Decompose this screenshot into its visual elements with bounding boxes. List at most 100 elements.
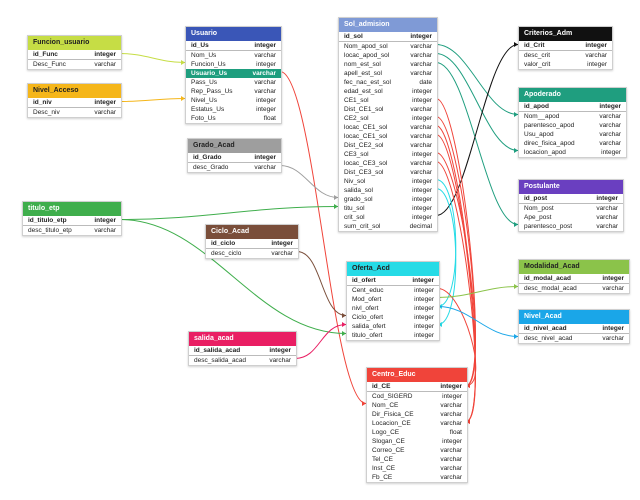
table-title[interactable]: Apoderado — [519, 88, 626, 102]
table-title[interactable]: Funcion_usuario — [28, 36, 121, 50]
table-title[interactable]: Postulante — [519, 180, 623, 194]
table-title[interactable]: Nivel_Acceso — [28, 84, 121, 98]
table-title[interactable]: Ciclo_Acad — [206, 225, 298, 239]
table-title[interactable]: Oferta_Acd — [347, 262, 439, 276]
table-title[interactable]: Modalidad_Acad — [519, 260, 629, 274]
table-title[interactable]: Criterios_Adm — [519, 27, 612, 41]
table-title[interactable]: Nivel_Acad — [519, 310, 629, 324]
table-title[interactable]: Sol_admision — [339, 18, 437, 32]
table-title[interactable]: Usuario — [186, 27, 281, 41]
table-title[interactable]: titulo_etp — [23, 202, 121, 216]
table-title[interactable]: salida_acad — [189, 332, 296, 346]
table-title[interactable]: Centro_Educ — [367, 368, 467, 382]
